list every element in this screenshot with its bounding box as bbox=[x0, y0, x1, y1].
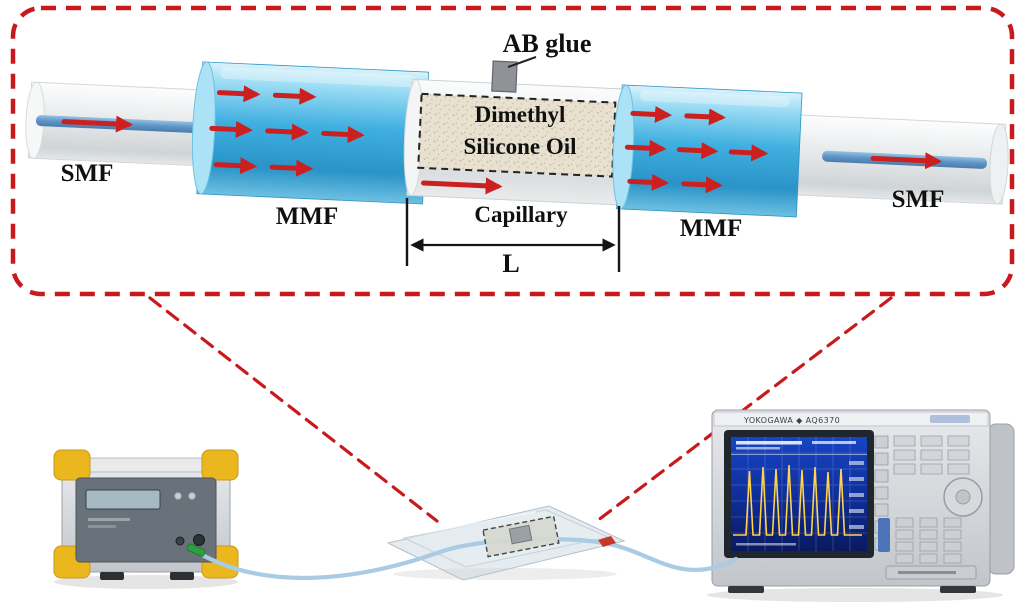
mmf-left-label: MMF bbox=[276, 203, 338, 230]
fiber-connector-green bbox=[186, 543, 206, 557]
osa-blue-keys bbox=[878, 518, 890, 552]
light-arrow bbox=[624, 139, 667, 157]
light-arrow bbox=[676, 142, 719, 160]
light-arrow bbox=[870, 152, 943, 170]
screen-text-row bbox=[736, 543, 796, 546]
smf-right-label: SMF bbox=[892, 186, 945, 213]
osa-drive-slot bbox=[898, 571, 956, 574]
light-arrows bbox=[61, 85, 943, 195]
light-arrow bbox=[216, 85, 261, 103]
osa-model-badge bbox=[930, 415, 970, 423]
bumper-top-left bbox=[53, 449, 91, 481]
panel-text-row bbox=[88, 518, 130, 521]
optical-connector-port bbox=[175, 536, 185, 546]
fiber-connector-body bbox=[186, 543, 206, 557]
sensor-component bbox=[482, 515, 560, 558]
ab-glue-pointer bbox=[507, 56, 537, 68]
smf-right-endcap bbox=[989, 123, 1009, 205]
instrument-foot bbox=[170, 572, 194, 580]
osa-knob-center bbox=[955, 489, 971, 505]
bumper-top-right bbox=[201, 449, 239, 481]
ab-glue-label: AB glue bbox=[503, 29, 592, 58]
light-arrow bbox=[421, 177, 503, 195]
capillary-label: Capillary bbox=[474, 202, 568, 227]
light-arrow bbox=[684, 108, 726, 126]
light-arrow bbox=[681, 176, 723, 194]
light-source-display bbox=[85, 489, 161, 510]
mmf-left-sheen bbox=[220, 66, 417, 88]
screen-separator bbox=[731, 454, 867, 455]
screen-text-row bbox=[812, 441, 856, 444]
screen-text-row bbox=[736, 447, 780, 450]
callout-line-left bbox=[148, 296, 439, 523]
light-arrow bbox=[265, 123, 309, 141]
optical-connector-port bbox=[193, 534, 205, 546]
mmf-left-fiber bbox=[191, 61, 430, 205]
oil-label-line2: Silicone Oil bbox=[463, 134, 576, 159]
length-dimension bbox=[405, 198, 621, 272]
osa-brand-label: YOKOGAWA ◆ AQ6370 bbox=[743, 416, 840, 425]
instrument-foot bbox=[100, 572, 124, 580]
slide-red-marker bbox=[598, 536, 616, 547]
fiber-assembly bbox=[25, 60, 1009, 218]
screen-softkey-labels bbox=[849, 461, 864, 529]
osa-side-handle bbox=[987, 423, 1015, 575]
inset-border bbox=[10, 5, 1015, 297]
panel-button bbox=[188, 492, 196, 500]
panel-button bbox=[174, 492, 182, 500]
smf-left-label: SMF bbox=[61, 160, 114, 187]
screen-text-row bbox=[736, 441, 802, 445]
inset-labels: AB glue SMF MMF Dimethyl Silicone Oil Ca… bbox=[61, 29, 945, 278]
instrument-foot bbox=[940, 586, 976, 593]
length-label: L bbox=[502, 249, 519, 278]
light-source-instrument bbox=[53, 449, 239, 589]
sensor-glue-mini bbox=[508, 524, 533, 545]
light-arrow bbox=[61, 115, 133, 133]
osa-function-keys bbox=[893, 435, 970, 475]
light-arrow bbox=[272, 87, 317, 105]
ab-glue-plug bbox=[491, 60, 518, 93]
light-arrow bbox=[321, 126, 365, 144]
light-arrow bbox=[209, 120, 253, 138]
glass-highlight bbox=[423, 511, 537, 534]
light-arrow bbox=[269, 159, 314, 177]
spectrum-trace bbox=[733, 464, 862, 536]
shadow bbox=[707, 588, 1003, 602]
instrument-foot bbox=[728, 586, 764, 593]
osa-top-strip bbox=[713, 411, 989, 427]
light-arrow bbox=[213, 157, 258, 175]
oil-label-line1: Dimethyl bbox=[475, 102, 566, 127]
light-arrow bbox=[627, 173, 669, 191]
light-arrow bbox=[630, 105, 672, 123]
capillary-section bbox=[403, 60, 627, 206]
light-arrow bbox=[728, 144, 769, 162]
osa-keypad bbox=[895, 517, 962, 564]
panel-text-row bbox=[88, 525, 116, 528]
mmf-right-label: MMF bbox=[680, 215, 742, 242]
mmf-right-sheen bbox=[639, 89, 790, 108]
osa-instrument: YOKOGAWA ◆ AQ6370 bbox=[707, 409, 1015, 602]
